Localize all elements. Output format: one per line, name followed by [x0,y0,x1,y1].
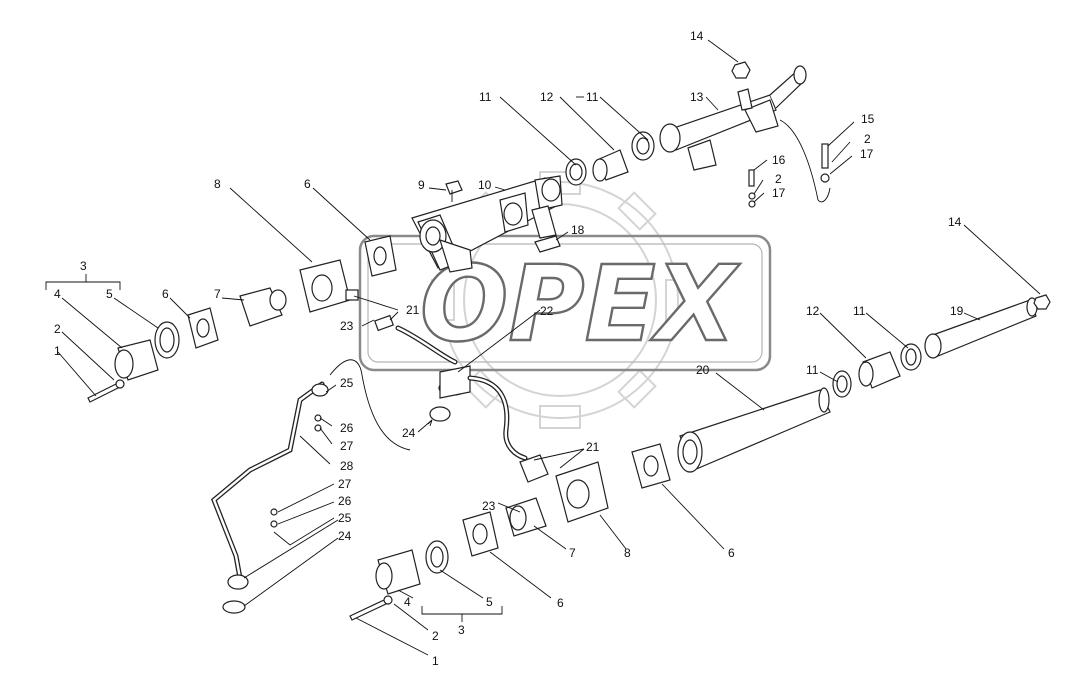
callout-11: 11 [806,363,819,377]
callout-20: 20 [696,363,710,377]
callout-17: 17 [860,147,874,161]
flange-4-left [114,339,159,381]
oring-24-upper [429,406,451,422]
seal-5-lower [425,540,449,574]
callout-7: 7 [569,546,576,560]
loose-line [329,359,411,451]
callout-7: 7 [214,287,221,301]
hose-upper-21-23 [345,289,458,365]
callout-9: 9 [418,178,425,192]
callout-14: 14 [690,29,704,43]
callout-22: 22 [540,304,554,318]
callout-17: 17 [772,186,786,200]
callout-28: 28 [340,459,354,473]
gasket-6-lower [462,511,499,557]
bolt-9 [445,180,463,202]
callout-18: 18 [571,223,585,237]
callout-24: 24 [338,529,352,543]
callout-11: 11 [586,90,599,104]
callout-1: 1 [54,344,61,358]
gasket-6-left [187,307,219,349]
watermark-frame-inner [367,243,763,363]
callout-13: 13 [690,90,704,104]
callout-4: 4 [404,595,411,609]
callout-3: 3 [80,259,87,273]
tube-19 [924,297,1038,359]
callout-2: 2 [864,132,871,146]
cap-18 [534,235,561,253]
callout-26: 26 [340,421,354,435]
tube-20 [677,387,831,473]
callout-12: 12 [806,304,820,318]
callout-2: 2 [775,172,782,186]
flange-4-lower [375,549,421,595]
callout-15: 15 [861,112,875,126]
nut-14-right [1033,294,1051,310]
thermostat-7-lower [505,497,547,537]
callout-16: 16 [772,153,786,167]
nut-14-top [731,61,751,79]
housing-8-lower [555,461,609,523]
leader-lines [45,39,1041,656]
callout-2: 2 [432,629,439,643]
gasket-6-upper [364,235,397,277]
callout-3: 3 [458,623,465,637]
oring-24-lower [222,600,246,614]
callout-21: 21 [586,440,600,454]
callout-14: 14 [948,215,962,229]
callout-5: 5 [106,287,113,301]
upper-manifold-10 [411,175,563,273]
watermark-logo: OPEX [358,171,772,429]
callout-12: 12 [540,90,554,104]
ring-11-upper-right [631,131,655,161]
callout-25: 25 [338,511,352,525]
callout-8: 8 [624,546,631,560]
callout-21: 21 [406,303,420,317]
tee-22 [438,365,471,399]
callout-24: 24 [402,426,416,440]
callout-23: 23 [340,319,354,333]
callout-27: 27 [338,477,352,491]
callout-6: 6 [728,546,735,560]
bolt-15 [820,143,830,183]
hose-21-lower [519,454,549,483]
callout-27: 27 [340,439,354,453]
callout-5: 5 [486,595,493,609]
pipe-28 [211,381,329,590]
thermostat-7-left [239,287,287,327]
bolt-1-left [87,379,125,403]
callout-11: 11 [479,90,492,104]
callout-6: 6 [162,287,169,301]
pipe-right-upper [779,119,831,203]
ring-11-lower-right [900,343,922,371]
callout-25: 25 [340,376,354,390]
bolt-16 [748,169,756,208]
gasket-6-right [631,443,671,489]
callout-26: 26 [338,494,352,508]
housing-8-left [299,259,351,313]
callout-10: 10 [478,178,492,192]
callout-8: 8 [214,177,221,191]
ring-11-upper-left [565,158,587,186]
tube-13 [659,65,807,171]
callout-6: 6 [304,177,311,191]
callout-1: 1 [432,654,439,668]
callout-2: 2 [54,322,61,336]
watermark-text: OPEX [420,243,741,365]
callout-19: 19 [950,304,964,318]
callout-23: 23 [482,499,496,513]
callout-6: 6 [557,596,564,610]
bolt-1-lower [349,595,393,621]
callout-11: 11 [853,304,866,318]
small-fittings-26-27 [270,414,322,528]
sleeve-12-lower [858,351,901,389]
hose-right-21 [467,375,528,461]
ring-11-lower-left [832,370,852,398]
callout-4: 4 [54,287,61,301]
watermark-frame [358,234,772,372]
seal-5-left [154,321,180,359]
sleeve-12-upper [592,149,629,182]
callout-labels: 14 12 11 11 13 15 2 17 16 2 17 9 10 18 8… [54,29,964,668]
